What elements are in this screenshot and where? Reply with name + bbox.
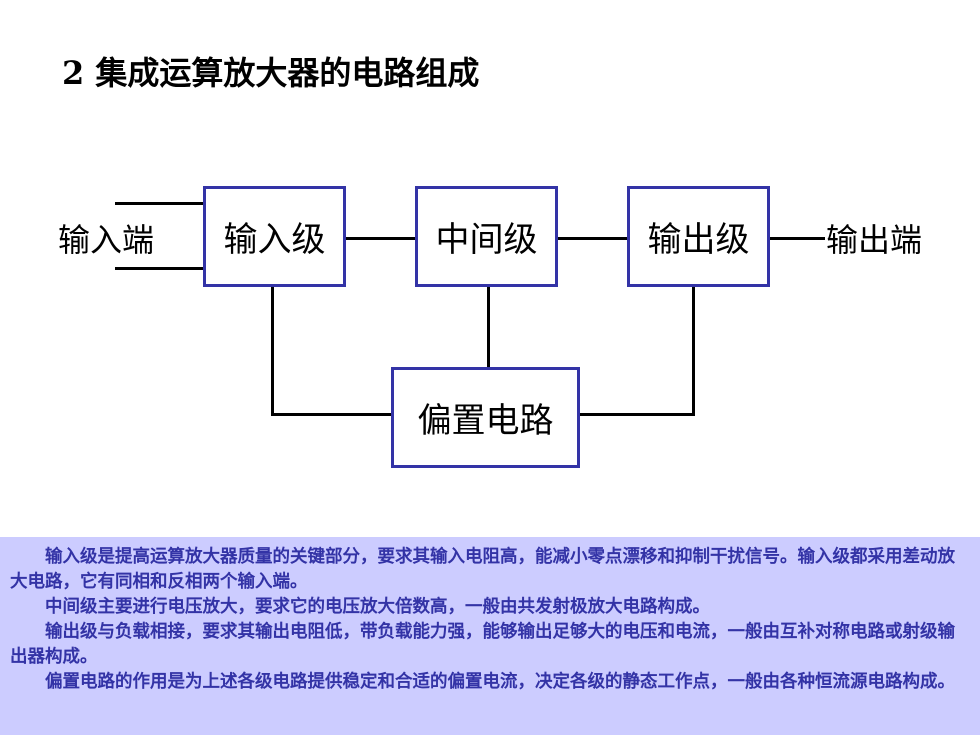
connector-middle-output — [555, 237, 630, 240]
note-output-stage: 输出级与负载相接，要求其输出电阻低，带负载能力强，能够输出足够大的电压和电流，一… — [10, 622, 955, 667]
bias-line-input-vertical — [271, 285, 274, 415]
note-middle-stage: 中间级主要进行电压放大，要求它的电压放大倍数高，一般由共发射极放大电路构成。 — [45, 597, 710, 617]
input-stage-box: 输入级 — [203, 186, 346, 287]
middle-stage-box: 中间级 — [415, 186, 558, 287]
output-stage-label: 输出级 — [647, 220, 750, 260]
connector-output-terminal — [767, 237, 825, 240]
output-terminal-label: 输出端 — [826, 221, 923, 259]
input-line-top — [115, 202, 206, 205]
block-diagram: 输入端 输出端 输入级 中间级 输出级 偏置电路 — [58, 186, 923, 468]
input-terminal-label: 输入端 — [58, 221, 155, 259]
note-bias-circuit: 偏置电路的作用是为上述各级电路提供稳定和合适的偏置电流，决定各级的静态工作点，一… — [45, 672, 955, 692]
input-stage-label: 输入级 — [223, 220, 326, 260]
notes-panel: 输入级是提高运算放大器质量的关键部分，要求其输入电阻高，能减小零点漂移和抑制干扰… — [0, 537, 980, 735]
bias-line-input-horizontal — [271, 413, 394, 416]
bias-line-middle-vertical — [487, 285, 490, 370]
middle-stage-label: 中间级 — [435, 220, 538, 260]
bias-circuit-box: 偏置电路 — [391, 367, 580, 468]
bias-circuit-label: 偏置电路 — [417, 401, 554, 441]
output-stage-box: 输出级 — [627, 186, 770, 287]
slide-title: 2 集成运算放大器的电路组成 — [62, 54, 480, 92]
input-line-bottom — [115, 267, 206, 270]
bias-line-output-horizontal — [577, 413, 695, 416]
bias-line-output-vertical — [692, 285, 695, 415]
note-input-stage: 输入级是提高运算放大器质量的关键部分，要求其输入电阻高，能减小零点漂移和抑制干扰… — [10, 547, 955, 592]
connector-input-middle — [343, 237, 418, 240]
